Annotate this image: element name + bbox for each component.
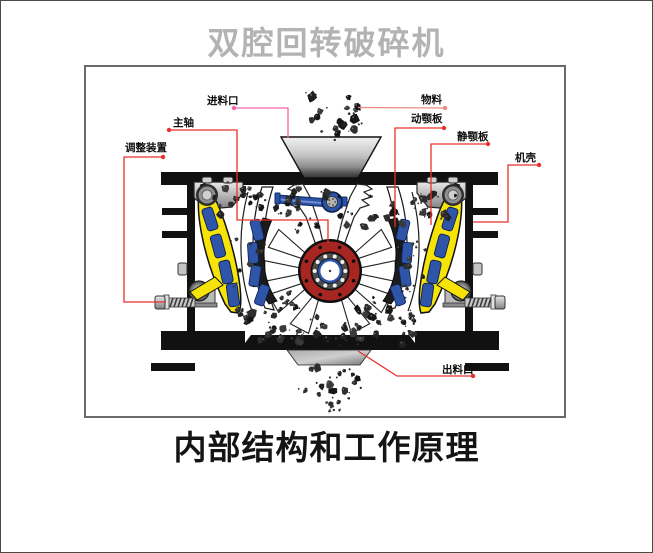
label-feed-inlet: 进料口 — [207, 95, 239, 107]
label-discharge-outlet: 出料口 — [442, 364, 474, 376]
label-casing: 机壳 — [515, 152, 536, 164]
label-main-shaft: 主轴 — [173, 117, 194, 129]
label-fixed-jaw: 静颚板 — [457, 131, 489, 143]
page-title: 双腔回转破碎机 — [207, 25, 446, 61]
label-adjustment-device: 调整装置 — [125, 142, 167, 154]
label-material: 物料 — [421, 94, 442, 106]
caption-title: 内部结构和工作原理 — [173, 429, 480, 466]
label-movable-jaw: 动颚板 — [411, 113, 443, 125]
